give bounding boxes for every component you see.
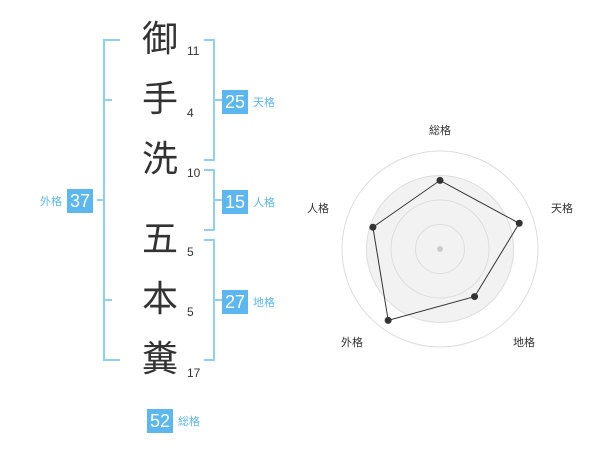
name-char-3: 洗	[141, 139, 178, 180]
radar-point-2	[515, 219, 523, 227]
radar-polygon	[372, 179, 520, 322]
radar-axis-label-jinkaku: 人格	[307, 201, 329, 215]
stroke-count-4: 5	[187, 245, 194, 259]
radar-axis-label-gaikaku: 外格	[341, 335, 363, 349]
stroke-count-2: 4	[187, 106, 194, 120]
tenkaku-score: 25 天格	[222, 90, 275, 114]
jinkaku-label: 人格	[253, 196, 275, 209]
radar-point-3	[471, 293, 479, 301]
chikaku-label: 地格	[253, 296, 275, 309]
chikaku-value: 27	[222, 290, 248, 314]
radar-point-1	[436, 176, 444, 184]
soukaku-score: 52 総格	[147, 409, 200, 433]
jinkaku-score: 15 人格	[222, 190, 275, 214]
name-char-1: 御	[141, 19, 178, 60]
radar-center-dot	[437, 246, 443, 252]
radar-axis-label-soukaku: 総格	[429, 123, 451, 137]
gaikaku-value: 37	[67, 189, 93, 213]
tenkaku-value: 25	[222, 90, 248, 114]
chikaku-bracket	[204, 239, 222, 361]
gaikaku-bracket	[97, 39, 120, 361]
jinkaku-value: 15	[222, 190, 248, 214]
radar-points	[369, 176, 523, 324]
tenkaku-bracket	[204, 39, 222, 161]
radar-point-4	[384, 316, 392, 324]
name-char-4: 五	[141, 219, 178, 260]
tenkaku-label: 天格	[253, 96, 275, 109]
radar-axis-label-tenkaku: 天格	[551, 201, 573, 215]
stroke-count-6: 17	[187, 366, 201, 380]
soukaku-value: 52	[147, 409, 173, 433]
chikaku-score: 27 地格	[222, 290, 275, 314]
stroke-count-5: 5	[187, 305, 194, 319]
jinkaku-bracket	[204, 169, 222, 231]
stroke-count-3: 10	[187, 166, 201, 180]
stroke-count-1: 11	[187, 44, 200, 58]
gaikaku-score: 外格 37	[40, 189, 93, 213]
name-char-2: 手	[141, 79, 178, 120]
name-char-6: 糞	[141, 339, 178, 380]
soukaku-label: 総格	[178, 415, 200, 428]
radar-axis-label-chikaku: 地格	[513, 335, 535, 349]
name-char-5: 本	[141, 279, 178, 320]
gaikaku-label: 外格	[40, 195, 62, 208]
radar-point-5	[369, 223, 377, 231]
